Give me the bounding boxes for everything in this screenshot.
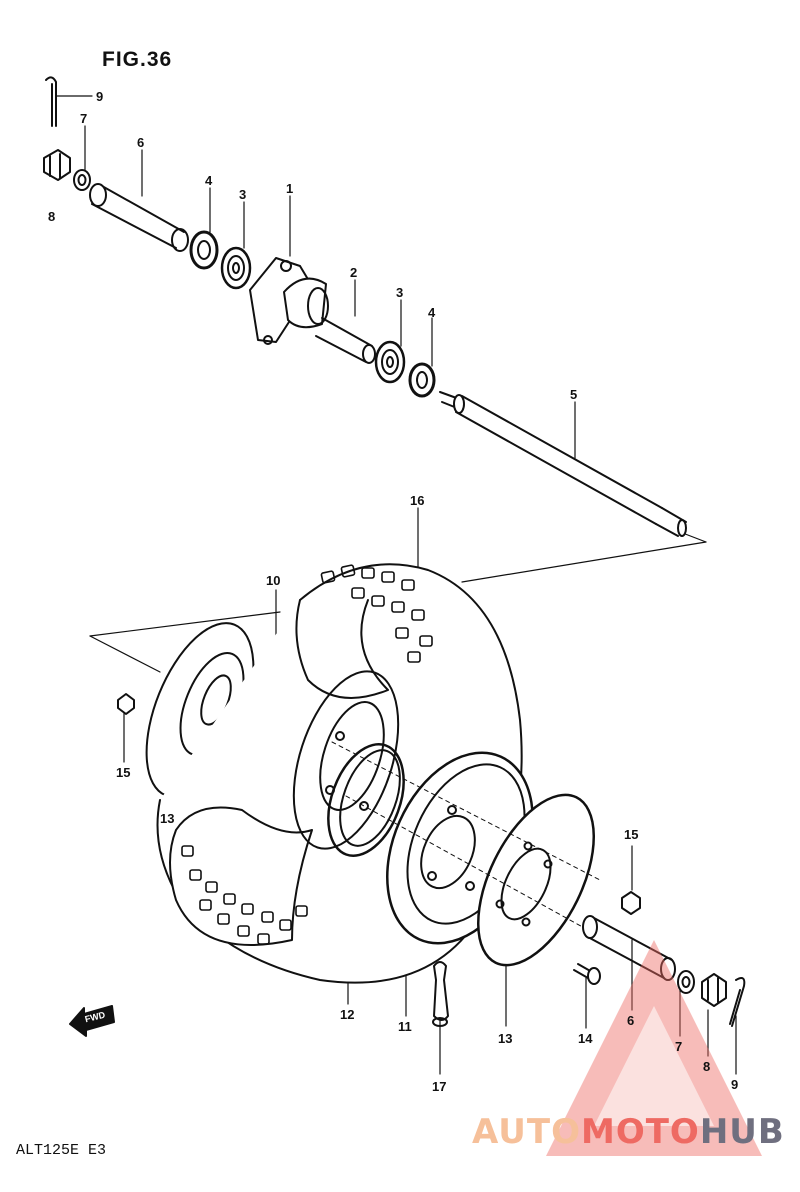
label-3b: 3 [396,285,404,300]
label-9b: 9 [731,1077,739,1092]
label-1: 1 [286,181,294,196]
label-8b: 8 [703,1059,711,1074]
watermark-part-2: MOTO [580,1112,700,1152]
front-arrow-icon [69,1005,115,1037]
watermark-part-3: HUB [699,1112,785,1152]
label-16: 16 [410,493,425,508]
castle-nut-8-lower [701,973,727,1007]
wheel-disc-13-right [476,793,596,967]
nut-15-left [117,693,135,715]
oil-seal-4-lower [408,362,436,398]
label-6b: 6 [627,1013,635,1028]
label-10: 10 [266,573,281,588]
washer-7 [73,169,91,191]
label-2: 2 [350,265,358,280]
label-6: 6 [137,135,145,150]
cotter-pin-9 [45,76,57,127]
bolt-14 [573,963,601,985]
label-14: 14 [578,1031,593,1046]
label-13b: 13 [498,1031,513,1046]
bearing-3-lower [374,340,406,384]
label-7b: 7 [675,1039,683,1054]
label-15b: 15 [624,827,639,842]
label-3: 3 [239,187,247,202]
assembly-lines [331,741,601,931]
wheel-ring-12 [327,743,405,857]
label-11: 11 [398,1019,412,1034]
nut-15-right [621,891,641,915]
spacer-6 [89,183,189,252]
label-4: 4 [205,173,213,188]
label-17: 17 [432,1079,447,1094]
spacer-2 [315,317,376,364]
label-5: 5 [570,387,578,402]
axle-5 [439,391,687,537]
label-7: 7 [80,111,88,126]
figure-title: FIG.36 [102,48,173,71]
label-15: 15 [116,765,131,780]
label-13: 13 [160,811,175,826]
model-code: ALT125E E3 [16,1142,107,1159]
label-9: 9 [96,89,104,104]
watermark-triangle-icon [546,940,762,1156]
cotter-pin-9-lower [729,977,746,1027]
bearing-3-upper [220,246,252,290]
spacer-6-lower [582,915,676,981]
oil-seal-4-upper [189,230,219,270]
axle-housing-1 [249,257,329,345]
watermark-part-1: AUTO [472,1112,581,1152]
castle-nut-8 [43,149,71,181]
washer-7-lower [677,970,695,994]
label-4b: 4 [428,305,436,320]
label-8: 8 [48,209,56,224]
watermark-logo: AUTOMOTOHUB [472,1112,785,1152]
label-12: 12 [340,1007,355,1022]
valve-17 [432,961,449,1027]
